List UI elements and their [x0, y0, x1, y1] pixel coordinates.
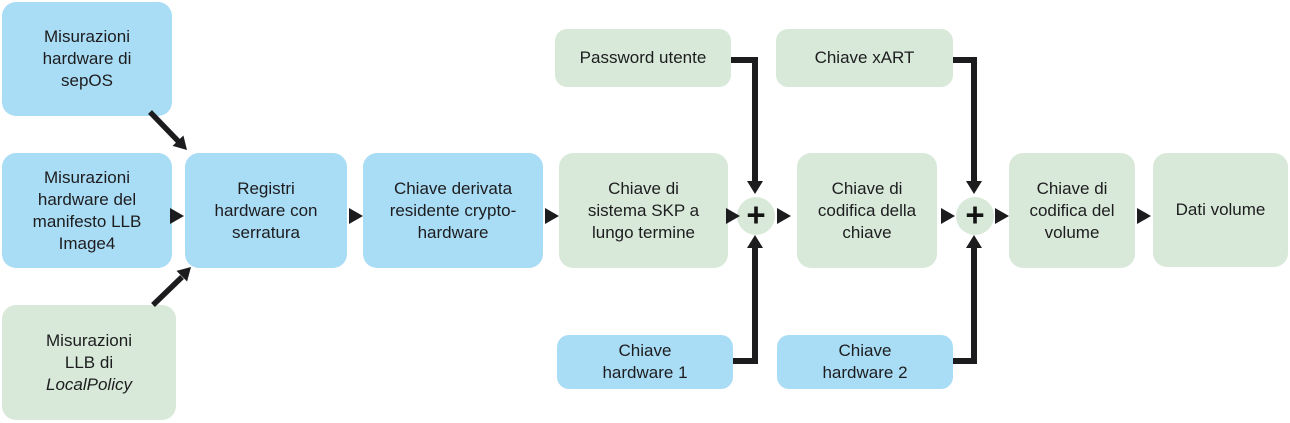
node-chiave-derivata-crypto-hardware: Chiave derivata residente crypto-hardwar…: [363, 153, 543, 268]
connector-password-to-plus1-v: [752, 57, 758, 181]
node-label-italic: LocalPolicy: [46, 374, 132, 394]
node-chiave-codifica-volume: Chiave di codifica del volume: [1009, 153, 1135, 268]
connector-hw1-to-plus1-h: [733, 358, 758, 364]
node-chiave-xart: Chiave xART: [776, 29, 953, 87]
node-label: Chiave di codifica del volume: [1029, 178, 1115, 242]
connector-hw2-to-plus2-h: [953, 358, 977, 364]
node-chiave-hardware-2: Chiave hardware 2: [777, 335, 953, 389]
connector-hw1-to-plus1-v: [752, 248, 758, 364]
node-misurazioni-hardware-sepos: Misurazioni hardware di sepOS: [2, 2, 172, 116]
node-label-line: Misurazioni: [46, 330, 132, 350]
node-chiave-sistema-skp: Chiave di sistema SKP a lungo termine: [559, 153, 728, 268]
arrow-manifesto-to-registri-icon: [170, 208, 184, 224]
node-label-line: LLB di: [64, 352, 114, 372]
node-misurazioni-llb-localpolicy: Misurazioni LLB di LocalPolicy: [2, 305, 176, 420]
node-registri-hardware-serratura: Registri hardware con serratura: [185, 153, 347, 268]
connector-xart-to-plus2-h: [953, 57, 977, 63]
connector-password-to-plus1-h: [731, 57, 758, 63]
node-label: Chiave hardware 2: [822, 341, 908, 382]
combiner-plus-1: +: [737, 195, 775, 235]
connector-xart-to-plus2-v: [971, 57, 977, 181]
node-label: Dati volume: [1175, 200, 1266, 219]
arrow-llb-to-registri: [151, 267, 191, 307]
connector-hw1-to-plus1-arrowhead-icon: [747, 235, 763, 248]
arrow-vek-to-dati-icon: [1137, 208, 1151, 224]
arrow-plus2-to-vek-icon: [995, 208, 1009, 224]
node-label: Registri hardware con serratura: [214, 178, 318, 242]
node-label: Chiave di codifica della chiave: [817, 178, 917, 242]
plus-icon: +: [746, 195, 766, 233]
arrow-derivata-to-skp-icon: [545, 208, 559, 224]
arrow-skp-to-plus1-icon: [726, 208, 740, 224]
node-label: Chiave xART: [814, 48, 915, 67]
node-label: Chiave di sistema SKP a lungo termine: [587, 178, 700, 242]
node-label: Chiave hardware 1: [602, 341, 688, 382]
plus-icon: +: [965, 195, 985, 233]
arrow-plus1-to-kek-icon: [777, 208, 791, 224]
node-label: Password utente: [579, 48, 707, 67]
node-label: Misurazioni hardware del manifesto LLB I…: [32, 167, 142, 253]
node-dati-volume: Dati volume: [1153, 153, 1288, 267]
arrow-registri-to-derivata-icon: [349, 208, 363, 224]
node-label: Misurazioni hardware di sepOS: [42, 27, 132, 90]
connector-hw2-to-plus2-v: [971, 248, 977, 364]
node-chiave-hardware-1: Chiave hardware 1: [557, 335, 733, 389]
arrow-sepos-to-registri: [148, 110, 187, 150]
arrow-kek-to-plus2-icon: [941, 208, 955, 224]
connector-hw2-to-plus2-arrowhead-icon: [966, 235, 982, 248]
node-label: Chiave derivata residente crypto-hardwar…: [389, 178, 517, 242]
combiner-plus-2: +: [956, 195, 994, 235]
node-password-utente: Password utente: [555, 29, 731, 87]
node-chiave-codifica-chiave: Chiave di codifica della chiave: [797, 153, 937, 268]
connector-xart-to-plus2-arrowhead-icon: [966, 181, 982, 194]
connector-password-to-plus1-arrowhead-icon: [747, 181, 763, 194]
node-misurazioni-hardware-manifesto-llb: Misurazioni hardware del manifesto LLB I…: [2, 153, 172, 268]
